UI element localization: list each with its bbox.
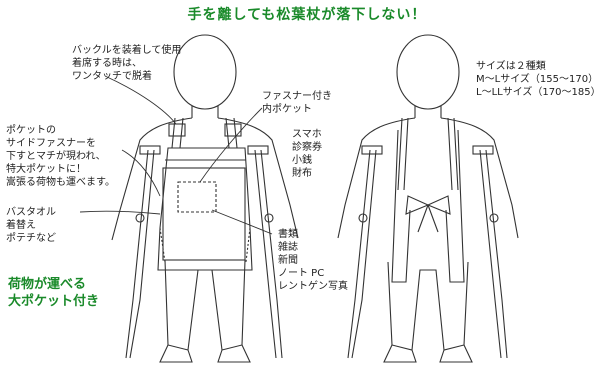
inner-items-note: スマホ 診察券 小銭 財布: [292, 129, 322, 179]
back-figure: [337, 34, 519, 363]
callout-note: 荷物が運べる 大ポケット付き: [8, 277, 100, 309]
headline: 手を離しても松葉杖が落下しない！: [187, 7, 427, 23]
leader-lines: [79, 75, 273, 235]
sizes-note: サイズは２種類 M～Lサイズ（155～170） L～LLサイズ（170～185）: [476, 61, 601, 98]
front-figure: [111, 34, 299, 363]
fastener-pocket-note: ファスナー付き 内ポケット: [262, 91, 332, 115]
towel-note: バスタオル 着替え ポテチなど: [6, 207, 56, 244]
side-pocket-note: ポケットの サイドファスナーを 下すとマチが現われ、 特大ポケットに！ 嵩張る荷…: [6, 125, 115, 188]
buckle-note: バックルを装着して使用 着席する時は、 ワンタッチで脱着: [72, 45, 182, 82]
documents-note: 書類 雑誌 新聞 ノート PC レントゲン写真: [278, 229, 348, 292]
